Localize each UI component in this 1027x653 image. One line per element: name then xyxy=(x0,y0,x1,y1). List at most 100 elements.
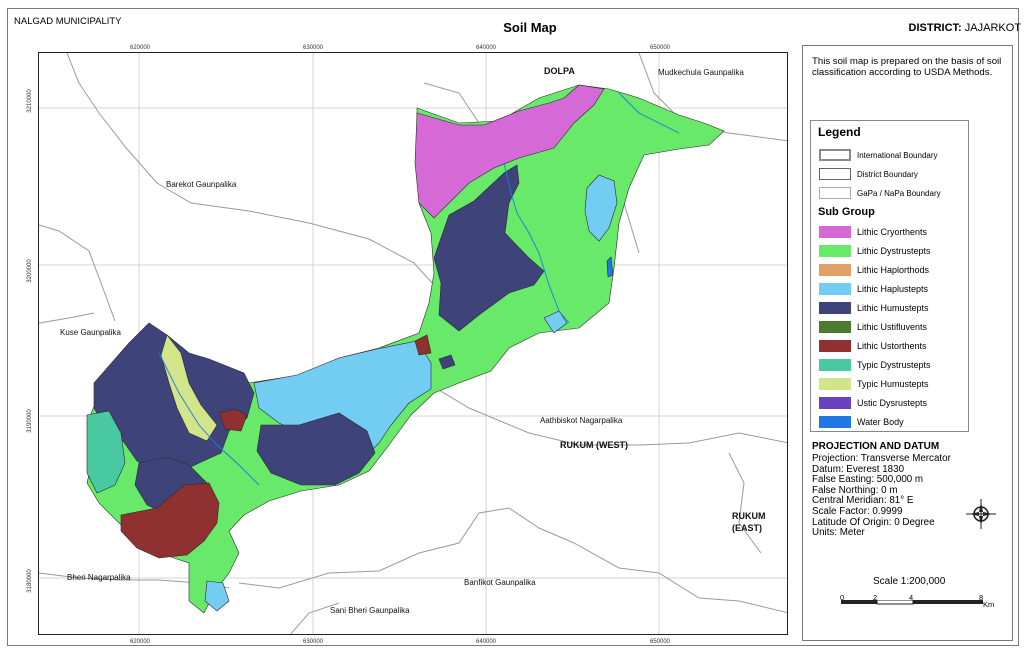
polygon-lithic-haplustepts-small xyxy=(543,310,568,334)
legend-swatch xyxy=(819,359,851,371)
place-dolpa: DOLPA xyxy=(544,66,575,76)
y-tick-left-1: 3210000 xyxy=(27,89,33,113)
x-tick-top-4: 650000 xyxy=(650,45,671,51)
place-rukum-east-1: RUKUM xyxy=(732,511,766,521)
legend-label: Lithic Ustorthents xyxy=(857,341,927,351)
polygon-lithic-humustepts-speck xyxy=(438,354,456,370)
legend-item-typic-dystrustepts: Typic Dystrustepts xyxy=(819,358,931,372)
place-aathbiskot: Aathbiskot Nagarpalika xyxy=(540,416,623,425)
scale-label-2: 2 xyxy=(873,593,878,602)
municipality-title: NALGAD MUNICIPALITY xyxy=(14,16,122,27)
place-sani-bheri: Sani Bheri Gaunpalika xyxy=(330,606,410,615)
scale-label-4: 4 xyxy=(909,593,914,602)
legend-swatch xyxy=(819,416,851,428)
legend-swatch xyxy=(819,264,851,276)
legend-swatch xyxy=(819,340,851,352)
projection-line: Projection: Transverse Mercator xyxy=(812,453,951,464)
y-tick-left-4: 3180000 xyxy=(27,569,33,593)
legend-swatch xyxy=(819,302,851,314)
swatch-international xyxy=(819,149,851,161)
polygon-lithic-ustorthents-central xyxy=(218,408,248,432)
polygon-lithic-ustorthents-north xyxy=(414,334,432,356)
legend-swatch xyxy=(819,245,851,257)
legend-item-lithic-haplorthods: Lithic Haplorthods xyxy=(819,263,929,277)
polygon-typic-dystrustepts xyxy=(86,410,126,494)
legend-label: Water Body xyxy=(857,417,904,427)
x-tick-top-3: 640000 xyxy=(476,45,497,51)
legend-label: Lithic Humustepts xyxy=(857,303,929,313)
scale-label-0: 0 xyxy=(840,593,845,602)
y-tick-left-2: 3200000 xyxy=(27,259,33,283)
legend-item-lithic-ustifluvents: Lithic Ustifluvents xyxy=(819,320,927,334)
projection-line: Units: Meter xyxy=(812,527,865,539)
legend-label: Lithic Haplorthods xyxy=(857,265,930,275)
place-mudkechula: Mudkechula Gaunpalika xyxy=(658,68,744,77)
soil-polygons[interactable] xyxy=(86,84,725,614)
place-bheri: Bheri Nagarpalika xyxy=(67,573,131,582)
place-barekot: Barekot Gaunpalika xyxy=(166,180,237,189)
polygon-lithic-humustepts-north xyxy=(433,164,545,332)
scale-label-8: 8 xyxy=(979,593,984,602)
projection-line: Latitude Of Origin: 0 Degree xyxy=(812,516,935,528)
legend-swatch xyxy=(819,321,851,333)
scale-title: Scale 1:200,000 xyxy=(873,576,946,587)
legend-label: Lithic Ustifluvents xyxy=(857,322,928,332)
legend-swatch xyxy=(819,397,851,409)
subgroup-title: Sub Group xyxy=(818,206,875,218)
projection-line: Central Meridian: 81° E xyxy=(812,495,914,507)
legend-item-international-boundary: International Boundary xyxy=(819,148,938,162)
legend-label: District Boundary xyxy=(857,169,918,179)
polygon-typic-humustepts xyxy=(160,334,218,442)
legend-item-typic-humustepts: Typic Humustepts xyxy=(819,377,929,391)
legend-item-lithic-dystrustepts: Lithic Dystrustepts xyxy=(819,244,931,258)
district-title: DISTRICT: JAJARKOT xyxy=(909,22,1021,34)
place-banfikot: Banfikot Gaunpalika xyxy=(464,578,536,587)
polygon-lithic-ustorthents-south xyxy=(120,482,220,559)
x-tick-bottom-1: 620000 xyxy=(130,639,151,645)
swatch-gapa xyxy=(819,187,851,199)
legend-swatch xyxy=(819,378,851,390)
district-value: JAJARKOT xyxy=(964,22,1021,34)
soil-map-canvas[interactable] xyxy=(39,53,788,635)
polygon-lithic-cryorthents xyxy=(414,84,605,219)
projection-line: Datum: Everest 1830 xyxy=(812,463,905,475)
district-label: DISTRICT: xyxy=(908,22,962,34)
projection-line: False Easting: 500,000 m xyxy=(812,474,924,486)
projection-block: PROJECTION AND DATUM Projection: Transve… xyxy=(812,441,1012,539)
legend-item-lithic-ustorthents: Lithic Ustorthents xyxy=(819,339,927,353)
legend-label: Lithic Haplustepts xyxy=(857,284,929,294)
legend-label: Lithic Cryorthents xyxy=(857,227,928,237)
legend-label: Lithic Dystrustepts xyxy=(857,246,931,256)
legend-item-ustic-dysrustepts: Ustic Dysrustepts xyxy=(819,396,927,410)
polygon-lithic-haplustepts-south xyxy=(204,580,230,612)
legend-item-district-boundary: District Boundary xyxy=(819,167,918,181)
map-title: Soil Map xyxy=(503,20,557,35)
legend-item-lithic-cryorthents: Lithic Cryorthents xyxy=(819,225,927,239)
legend-item-lithic-humustepts: Lithic Humustepts xyxy=(819,301,929,315)
projection-title: PROJECTION AND DATUM xyxy=(812,441,940,452)
scale-bar xyxy=(841,600,983,605)
legend-swatch xyxy=(819,226,851,238)
legend-label: GaPa / NaPa Boundary xyxy=(857,188,941,198)
legend-item-water-body: Water Body xyxy=(819,415,904,429)
legend-label: Typic Humustepts xyxy=(857,379,929,389)
legend-label: International Boundary xyxy=(857,150,938,160)
projection-line: Scale Factor: 0.9999 xyxy=(812,505,903,517)
legend-swatch xyxy=(819,283,851,295)
map-frame[interactable] xyxy=(38,52,788,635)
x-tick-top-1: 620000 xyxy=(130,45,151,51)
place-kuse: Kuse Gaunpalika xyxy=(60,328,121,337)
polygon-water-body xyxy=(606,256,614,278)
polygon-lithic-humustepts-central xyxy=(256,412,376,486)
scale-bar-block: Scale 1:200,000 0 2 4 8 Km xyxy=(833,576,1013,616)
place-rukum-west: RUKUM (WEST) xyxy=(560,440,628,450)
river xyxy=(158,352,260,486)
scale-unit: Km xyxy=(983,600,995,609)
river xyxy=(618,92,680,134)
compass-icon xyxy=(966,499,996,529)
legend-label: Ustic Dysrustepts xyxy=(857,398,928,408)
legend-title: Legend xyxy=(818,125,861,139)
legend-label: Typic Dystrustepts xyxy=(857,360,931,370)
x-tick-bottom-2: 630000 xyxy=(303,639,324,645)
map-sheet xyxy=(7,8,1019,646)
